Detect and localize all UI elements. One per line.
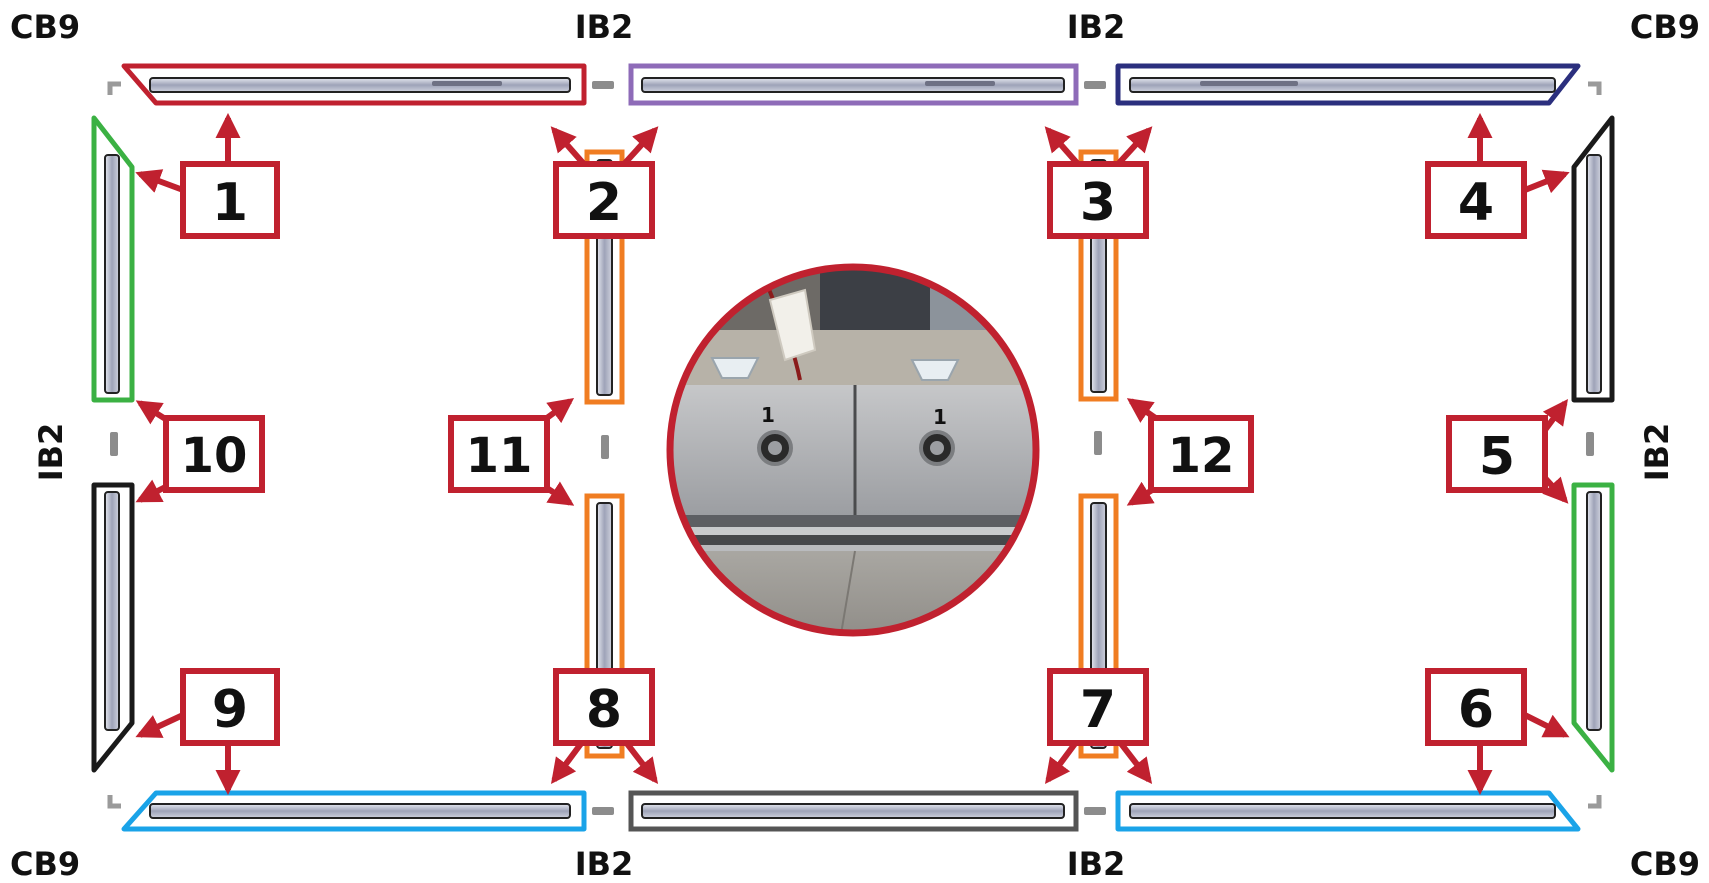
callout-10-number: 10: [181, 428, 248, 484]
segment-side-lower-left: [91, 482, 135, 773]
callout-2: 2: [553, 161, 655, 239]
detail-photo-frame: [666, 263, 1040, 637]
segment-bottom-left: [121, 790, 587, 832]
segment-top-left: [121, 63, 587, 106]
callout-5-number: 5: [1479, 427, 1515, 487]
junction-label-bottom-left: IB2: [575, 845, 634, 883]
callout-8-number: 8: [586, 680, 622, 740]
callout-12-number: 12: [1168, 428, 1235, 484]
callout-11: 11: [448, 415, 550, 493]
callout-2-number: 2: [586, 173, 622, 233]
photo-label-right: 1: [933, 405, 947, 429]
callout-7-number: 7: [1080, 680, 1116, 740]
callout-12: 12: [1148, 415, 1254, 493]
callout-10: 10: [163, 415, 265, 493]
callout-4: 4: [1425, 161, 1527, 239]
segment-side-upper-right: [1571, 115, 1615, 403]
junction-label-top-right: IB2: [1067, 8, 1126, 46]
segment-top-right: [1115, 63, 1581, 106]
callout-9: 9: [180, 668, 280, 746]
callout-3: 3: [1047, 161, 1149, 239]
callout-4-number: 4: [1458, 173, 1494, 233]
junction-label-top-left: IB2: [575, 8, 634, 46]
callout-8: 8: [553, 668, 655, 746]
segment-bottom-right: [1115, 790, 1581, 832]
detail-photo: 1 1: [666, 263, 1040, 637]
callout-1-number: 1: [212, 173, 248, 233]
callout-7: 7: [1047, 668, 1149, 746]
joint-connectors: [110, 81, 1594, 815]
corner-label-top-right: CB9: [1630, 8, 1700, 46]
callout-6: 6: [1425, 668, 1527, 746]
segment-top-middle: [628, 63, 1079, 106]
junction-label-right: IB2: [1638, 423, 1676, 482]
callout-9-number: 9: [212, 680, 248, 740]
callout-5: 5: [1446, 415, 1548, 493]
junction-label-left: IB2: [32, 423, 70, 482]
segment-side-upper-left: [91, 115, 135, 403]
corner-brackets: [107, 81, 1602, 809]
callout-3-number: 3: [1080, 173, 1116, 233]
corner-label-bottom-right: CB9: [1630, 845, 1700, 883]
callout-arrows: [135, 112, 1570, 796]
callout-1: 1: [180, 161, 280, 239]
corner-label-top-left: CB9: [10, 8, 80, 46]
photo-label-left: 1: [761, 403, 775, 427]
segment-bottom-middle: [628, 790, 1079, 832]
callout-boxes: 1 2 3 4 5 6 7 8 9 10 11 12: [163, 161, 1548, 746]
callout-11-number: 11: [466, 428, 533, 484]
junction-label-bottom-right: IB2: [1067, 845, 1126, 883]
segment-side-lower-right: [1571, 482, 1615, 773]
corner-label-bottom-left: CB9: [10, 845, 80, 883]
callout-6-number: 6: [1458, 680, 1494, 740]
